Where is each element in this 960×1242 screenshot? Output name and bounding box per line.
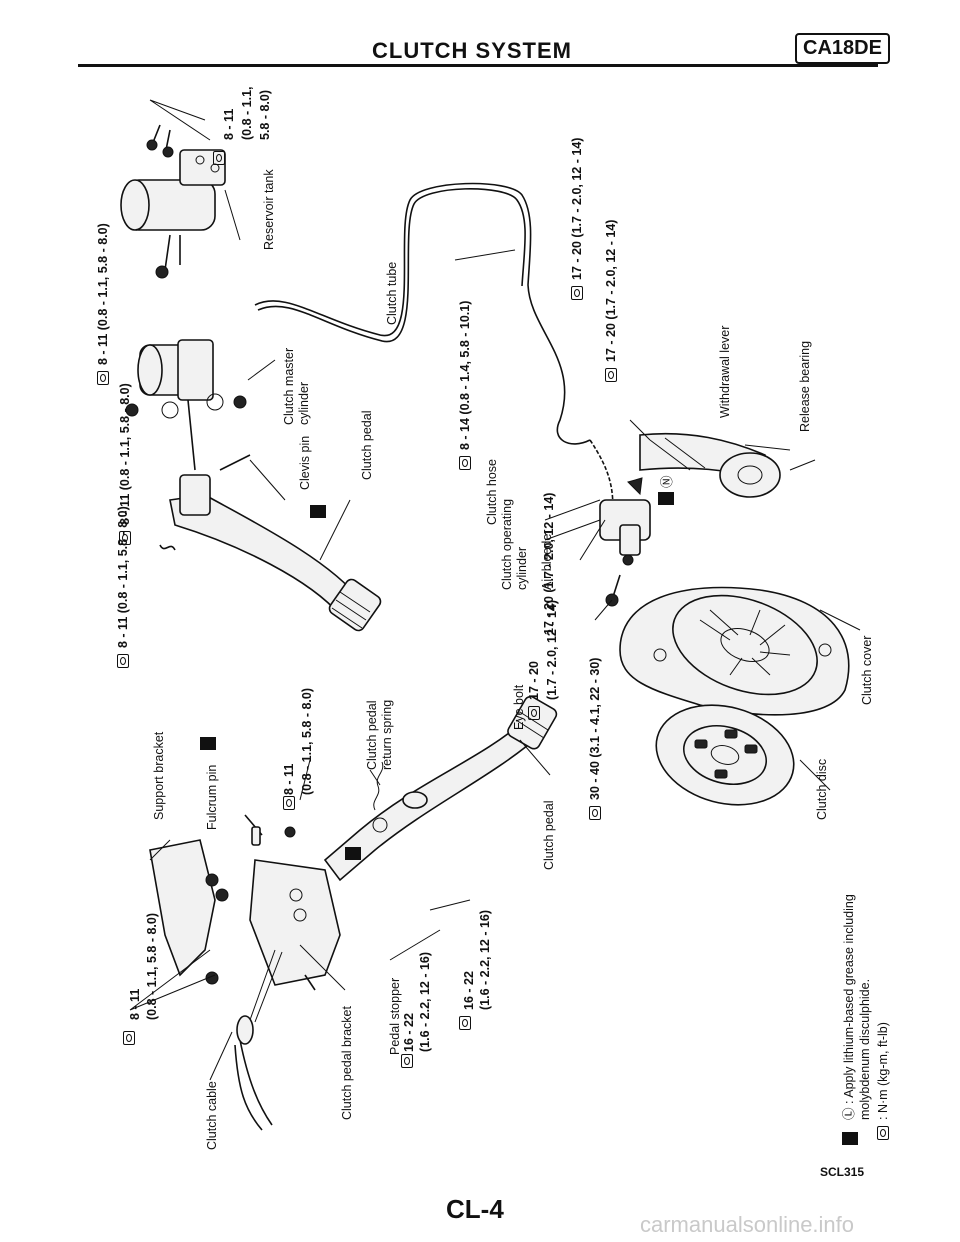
torque-eye-1: 17 - 20 — [527, 661, 541, 720]
reservoir-tank — [120, 124, 226, 279]
torque-stopper-1: 16 - 22 — [402, 1013, 416, 1052]
grease-icon-operating: Ⓝ — [658, 475, 674, 505]
label-clutch-cable: Clutch cable — [205, 1081, 219, 1150]
label-operating-cylinder-2: cylinder — [515, 546, 529, 590]
clutch-pedal-bracket — [249, 859, 341, 991]
label-reservoir-tank: Reservoir tank — [262, 169, 276, 250]
label-pedal-stopper: Pedal stopper — [388, 977, 402, 1055]
torque-reservoir-icon — [212, 145, 226, 165]
torque-bracket-icon — [122, 1025, 136, 1045]
page-title: CLUTCH SYSTEM — [372, 38, 572, 63]
torque-lower-2: (1.6 - 2.2, 12 - 16) — [478, 909, 492, 1010]
torque-lower-icon — [458, 1010, 472, 1030]
label-support-bracket: Support bracket — [152, 731, 166, 820]
torque-reservoir-3: 5.8 - 8.0) — [258, 89, 272, 140]
label-clevis-pin: Clevis pin — [298, 435, 312, 490]
label-clutch-pedal-lower: Clutch pedal — [542, 800, 556, 871]
clutch-hose — [589, 439, 614, 521]
grease-icon-pedal — [345, 843, 361, 860]
torque-reservoir-2: (0.8 - 1.1, — [240, 86, 254, 141]
label-clutch-tube: Clutch tube — [385, 261, 399, 325]
legend-torque-icon — [876, 1120, 890, 1140]
label-eye-bolt: Eye bolt — [512, 684, 526, 730]
header-rule — [78, 64, 878, 67]
grease-icon-clevis — [310, 501, 326, 518]
page-number: CL-4 — [446, 1194, 504, 1224]
clutch-master-cylinder — [125, 339, 247, 471]
torque-cover: 30 - 40 (3.1 - 4.1, 22 - 30) — [588, 658, 602, 820]
label-return-spring-2: return spring — [380, 699, 394, 770]
torque-spring-1: 8 - 11 — [282, 763, 296, 795]
torque-master-top: 8 - 11 (0.8 - 1.1, 5.8 - 8.0) — [96, 223, 110, 385]
label-return-spring-1: Clutch pedal — [365, 700, 379, 771]
leader-lines — [129, 99, 861, 1081]
torque-bracket-2: (0.8 - 1.1, 5.8 - 8.0) — [145, 913, 159, 1020]
torque-reservoir-1: 8 - 11 — [222, 108, 236, 140]
legend-grease-icon — [842, 1128, 858, 1145]
clutch-pedal-lower — [323, 695, 558, 882]
torque-right-1: 17 - 20 (1.7 - 2.0, 12 - 14) — [570, 138, 584, 300]
torque-lower-1: 16 - 22 — [462, 971, 476, 1010]
label-clutch-cover: Clutch cover — [860, 635, 874, 705]
clutch-tube — [254, 182, 591, 445]
engine-code-badge: CA18DE — [795, 33, 890, 64]
torque-pedal-mid: 8 - 11 (0.8 - 1.1, 5.8 - 8.0) — [116, 506, 130, 668]
torque-tube: 8 - 14 (0.8 - 1.4, 5.8 - 10.1) — [458, 301, 472, 470]
label-operating-cylinder-1: Clutch operating — [500, 498, 514, 590]
torque-eye-2: (1.7 - 2.0, 12 - 14) — [545, 599, 559, 700]
fulcrum-pin — [244, 814, 296, 846]
torque-right-2: 17 - 20 (1.7 - 2.0, 12 - 14) — [604, 220, 618, 382]
clutch-cover — [619, 586, 850, 716]
label-clutch-pedal-bracket: Clutch pedal bracket — [340, 1006, 354, 1120]
grease-icon-fulcrum — [200, 733, 216, 750]
withdrawal-lever — [639, 432, 781, 498]
label-master-cylinder-2: cylinder — [297, 381, 311, 425]
clutch-disc — [655, 704, 795, 806]
legend-grease-line-2: molybdenum disculphide. — [858, 978, 872, 1120]
support-bracket — [149, 839, 229, 985]
label-withdrawal-lever: Withdrawal lever — [718, 325, 732, 418]
label-master-cylinder-1: Clutch master — [282, 347, 296, 425]
legend-grease-line-1: Ⓛ : Apply lithium-based grease including — [842, 894, 856, 1120]
return-spring — [373, 761, 384, 811]
torque-stopper-2: (1.6 - 2.2, 12 - 16) — [418, 951, 432, 1052]
label-clutch-hose: Clutch hose — [485, 458, 499, 525]
figure-code: SCL315 — [820, 1165, 865, 1179]
legend-torque-text: : N·m (kg-m, ft-lb) — [876, 1022, 890, 1120]
label-fulcrum-pin: Fulcrum pin — [205, 764, 219, 830]
label-release-bearing: Release bearing — [798, 340, 812, 432]
watermark: carmanualsonline.info — [640, 1212, 855, 1237]
torque-bracket-1: 8 - 11 — [128, 988, 142, 1020]
clutch-pedal-upper — [159, 454, 382, 632]
clutch-cable — [234, 1044, 263, 1131]
label-clutch-disc: Clutch disc — [815, 758, 829, 820]
torque-spring-2: (0.8 - 1.1, 5.8 - 8.0) — [300, 688, 314, 795]
clutch-operating-cylinder — [599, 477, 651, 607]
label-clutch-pedal-upper: Clutch pedal — [360, 410, 374, 481]
